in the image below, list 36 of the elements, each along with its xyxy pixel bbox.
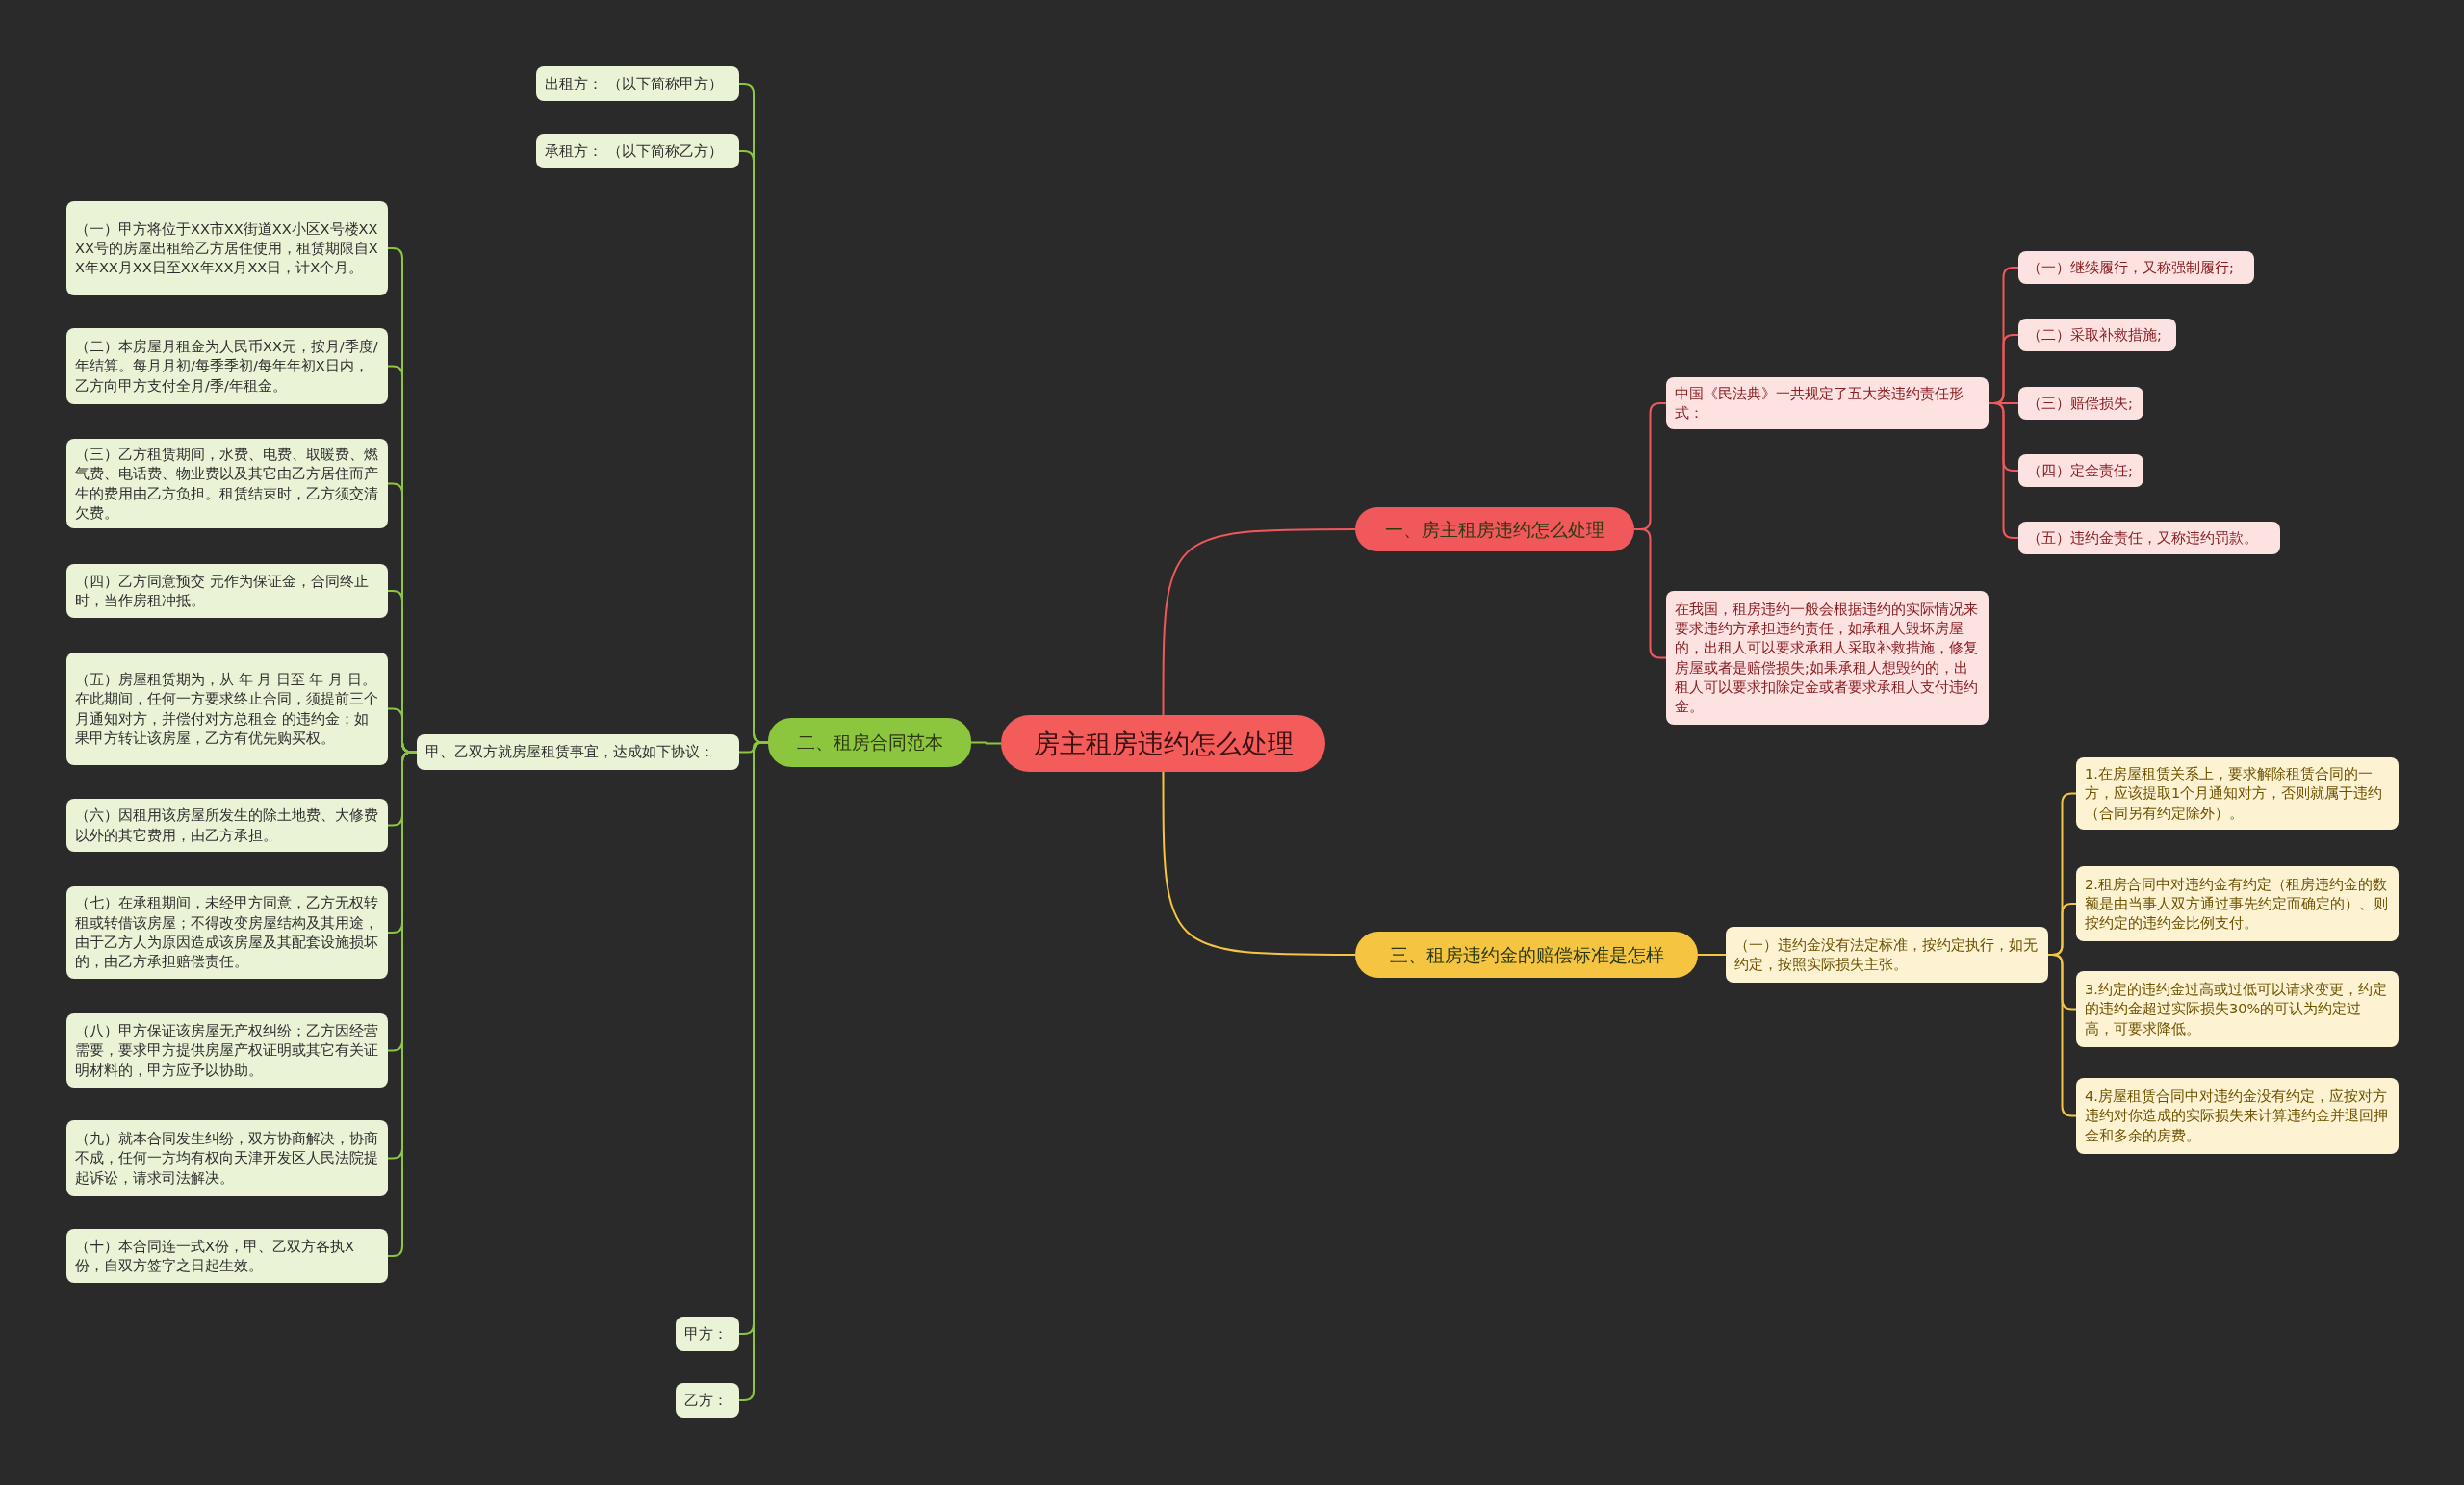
subtopic-box: 甲方： xyxy=(676,1317,739,1351)
subtopic-box: 中国《民法典》一共规定了五大类违约责任形式： xyxy=(1666,377,1989,429)
subtopic-box: 3.约定的违约金过高或过低可以请求变更，约定的违约金超过实际损失30%的可认为约定过高，可要求降低。 xyxy=(2076,971,2399,1047)
connector-line xyxy=(1162,528,1356,716)
subtopic-box: 1.在房屋租赁关系上，要求解除租赁合同的一方，应该提取1个月通知对方，否则就属于违约（合同另有约定除外）。 xyxy=(2076,757,2399,830)
central-topic: 房主租房违约怎么处理 xyxy=(1001,715,1325,772)
connector-line xyxy=(970,741,1002,745)
subtopic-box: （七）在承租期间，未经甲方同意，乙方无权转租或转借该房屋；不得改变房屋结构及其用途，由于乙方人为原因造成该房屋及其配套设施损坏的，由乙方承担赔偿责任。 xyxy=(66,886,388,979)
subtopic-box: （八）甲方保证该房屋无产权纠纷；乙方因经营需要，要求甲方提供房屋产权证明或其它有关证明材料的，甲方应予以协助。 xyxy=(66,1013,388,1088)
subtopic-box: 4.房屋租赁合同中对违约金没有约定，应按对方违约对你造成的实际损失来计算违约金并退回押金和多余的房费。 xyxy=(2076,1078,2399,1154)
subtopic-box: （二）采取补救措施; xyxy=(2018,319,2176,351)
subtopic-box: （一）甲方将位于XX市XX街道XX小区X号楼XXXX号的房屋出租给乙方居住使用，租赁期限自XX年XX月XX日至XX年XX月XX日，计X个月。 xyxy=(66,201,388,295)
connector-line xyxy=(1633,528,1667,659)
subtopic-box: （九）就本合同发生纠纷，双方协商解决，协商不成，任何一方均有权向天津开发区人民法院提起诉讼，请求司法解决。 xyxy=(66,1120,388,1196)
subtopic-box: （六）因租用该房屋所发生的除土地费、大修费以外的其它费用，由乙方承担。 xyxy=(66,799,388,852)
branch-topic: 一、房主租房违约怎么处理 xyxy=(1355,507,1634,551)
subtopic-box: （十）本合同连一式X份，甲、乙双方各执X份，自双方签字之日起生效。 xyxy=(66,1229,388,1283)
connector-line xyxy=(1697,954,1727,956)
subtopic-box: 2.租房合同中对违约金有约定（租房违约金的数额是由当事人双方通过事先约定而确定的）、则按约定的违约金比例支付。 xyxy=(2076,866,2399,941)
subtopic-box: （五）违约金责任，又称违约罚款。 xyxy=(2018,522,2280,554)
subtopic-box: （三）赔偿损失; xyxy=(2018,387,2143,420)
subtopic-box: （二）本房屋月租金为人民币XX元，按月/季度/年结算。每月月初/每季季初/每年年初X日内，乙方向甲方支付全月/季/年租金。 xyxy=(66,328,388,404)
branch-topic: 二、租房合同范本 xyxy=(768,718,971,767)
subtopic-box: （四）定金责任; xyxy=(2018,454,2143,487)
subtopic-box: （一）违约金没有法定标准，按约定执行，如无约定，按照实际损失主张。 xyxy=(1726,927,2048,983)
subtopic-box: 在我国，租房违约一般会根据违约的实际情况来要求违约方承担违约责任，如承租人毁坏房屋的，出租人可以要求承租人采取补救措施，修复房屋或者是赔偿损失;如果承租人想毁约的，出租人可以要求扣除定金或者要求承租人支付违约金。 xyxy=(1666,591,1989,725)
subtopic-box: 出租方： （以下简称甲方） xyxy=(536,66,739,101)
subtopic-box: （三）乙方租赁期间，水费、电费、取暖费、燃气费、电话费、物业费以及其它由乙方居住而产生的费用由乙方负担。租赁结束时，乙方须交清欠费。 xyxy=(66,439,388,528)
subtopic-box: （一）继续履行，又称强制履行; xyxy=(2018,251,2254,284)
subtopic-box: （四）乙方同意预交 元作为保证金，合同终止时，当作房租冲抵。 xyxy=(66,564,388,618)
subtopic-box: 乙方： xyxy=(676,1383,739,1418)
subtopic-box: 承租方： （以下简称乙方） xyxy=(536,134,739,168)
connector-line xyxy=(1162,771,1356,956)
branch-topic: 三、租房违约金的赔偿标准是怎样 xyxy=(1355,932,1698,978)
subtopic-box: 甲、乙双方就房屋租赁事宜，达成如下协议： xyxy=(417,734,739,770)
subtopic-box: （五）房屋租赁期为，从 年 月 日至 年 月 日。在此期间，任何一方要求终止合同，须提前三个月通知对方，并偿付对方总租金 的违约金；如果甲方转让该房屋，乙方有优先购买权。 xyxy=(66,653,388,765)
